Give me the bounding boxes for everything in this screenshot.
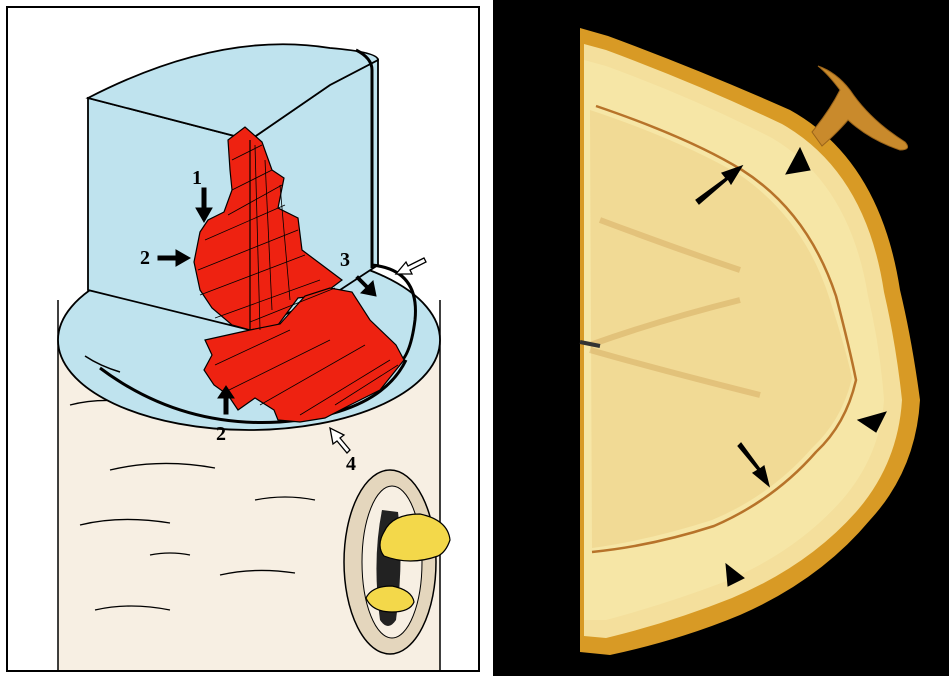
right-panel-photo (493, 0, 949, 676)
label-3: 3 (340, 249, 350, 271)
label-4: 4 (346, 453, 356, 475)
label-2-lower: 2 (216, 423, 226, 445)
left-panel-diagram: 1 2 3 2 4 (7, 7, 479, 671)
label-1: 1 (192, 167, 202, 189)
label-2-upper: 2 (140, 247, 150, 269)
